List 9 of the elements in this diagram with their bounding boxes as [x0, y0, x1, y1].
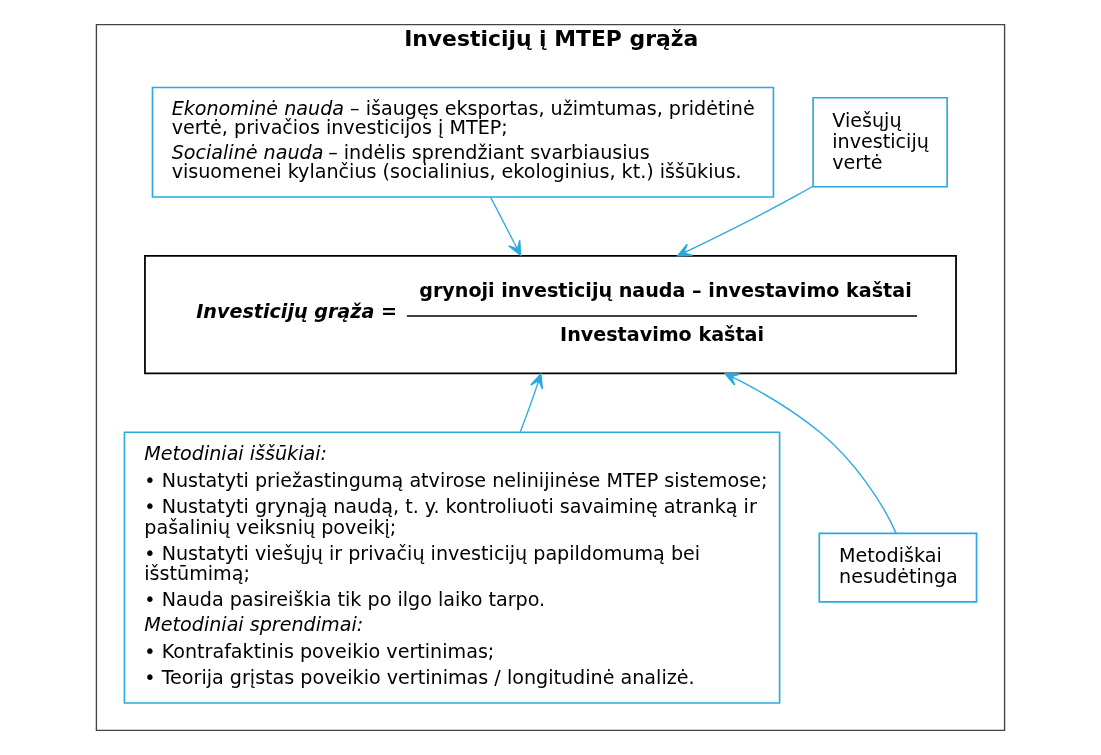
node-box: Viešųjų investicijų vertė: [812, 97, 948, 188]
arrow: [676, 185, 814, 257]
node-box: Metodiškai nesudėtinga: [818, 532, 978, 603]
node-box: Ekonominė nauda – išaugęs eksportas, užimtumas, pridėtinė vertė, privačios investicijos į MTEP; Socialinė nauda – indėlis sprendžiant svarbiausius visuomenei kylančius (socialinius, ekologinius, kt.) iššūkius.: [151, 86, 775, 198]
node-box: Investicijų grąža = grynoji investicijų nauda – investavimo kaštai Investavimo kaštai: [144, 254, 957, 375]
arrow: [519, 373, 544, 433]
arrow: [724, 372, 897, 535]
node-box: Metodiniai iššūkiai: • Nustatyti priežastingumą atvirose nelinijinėse MTEP sistemose; • Nustatyti grynąją naudą, t. y. kontroliuoti savaiminę atranką ir pašalinių veiksnių poveikį; • Nustatyti viešųjų ir privačių investicijų papildomumą bei išstūmimą; • Nauda pasireiškia tik po ilgo laiko tarpo. Metodiniai sprendimai: • Kontrafaktinis poveikio vertinimas; • Teorija grįstas poveikio vertinimas / longitudinė analizė.: [123, 431, 781, 704]
arrow: [489, 196, 522, 256]
